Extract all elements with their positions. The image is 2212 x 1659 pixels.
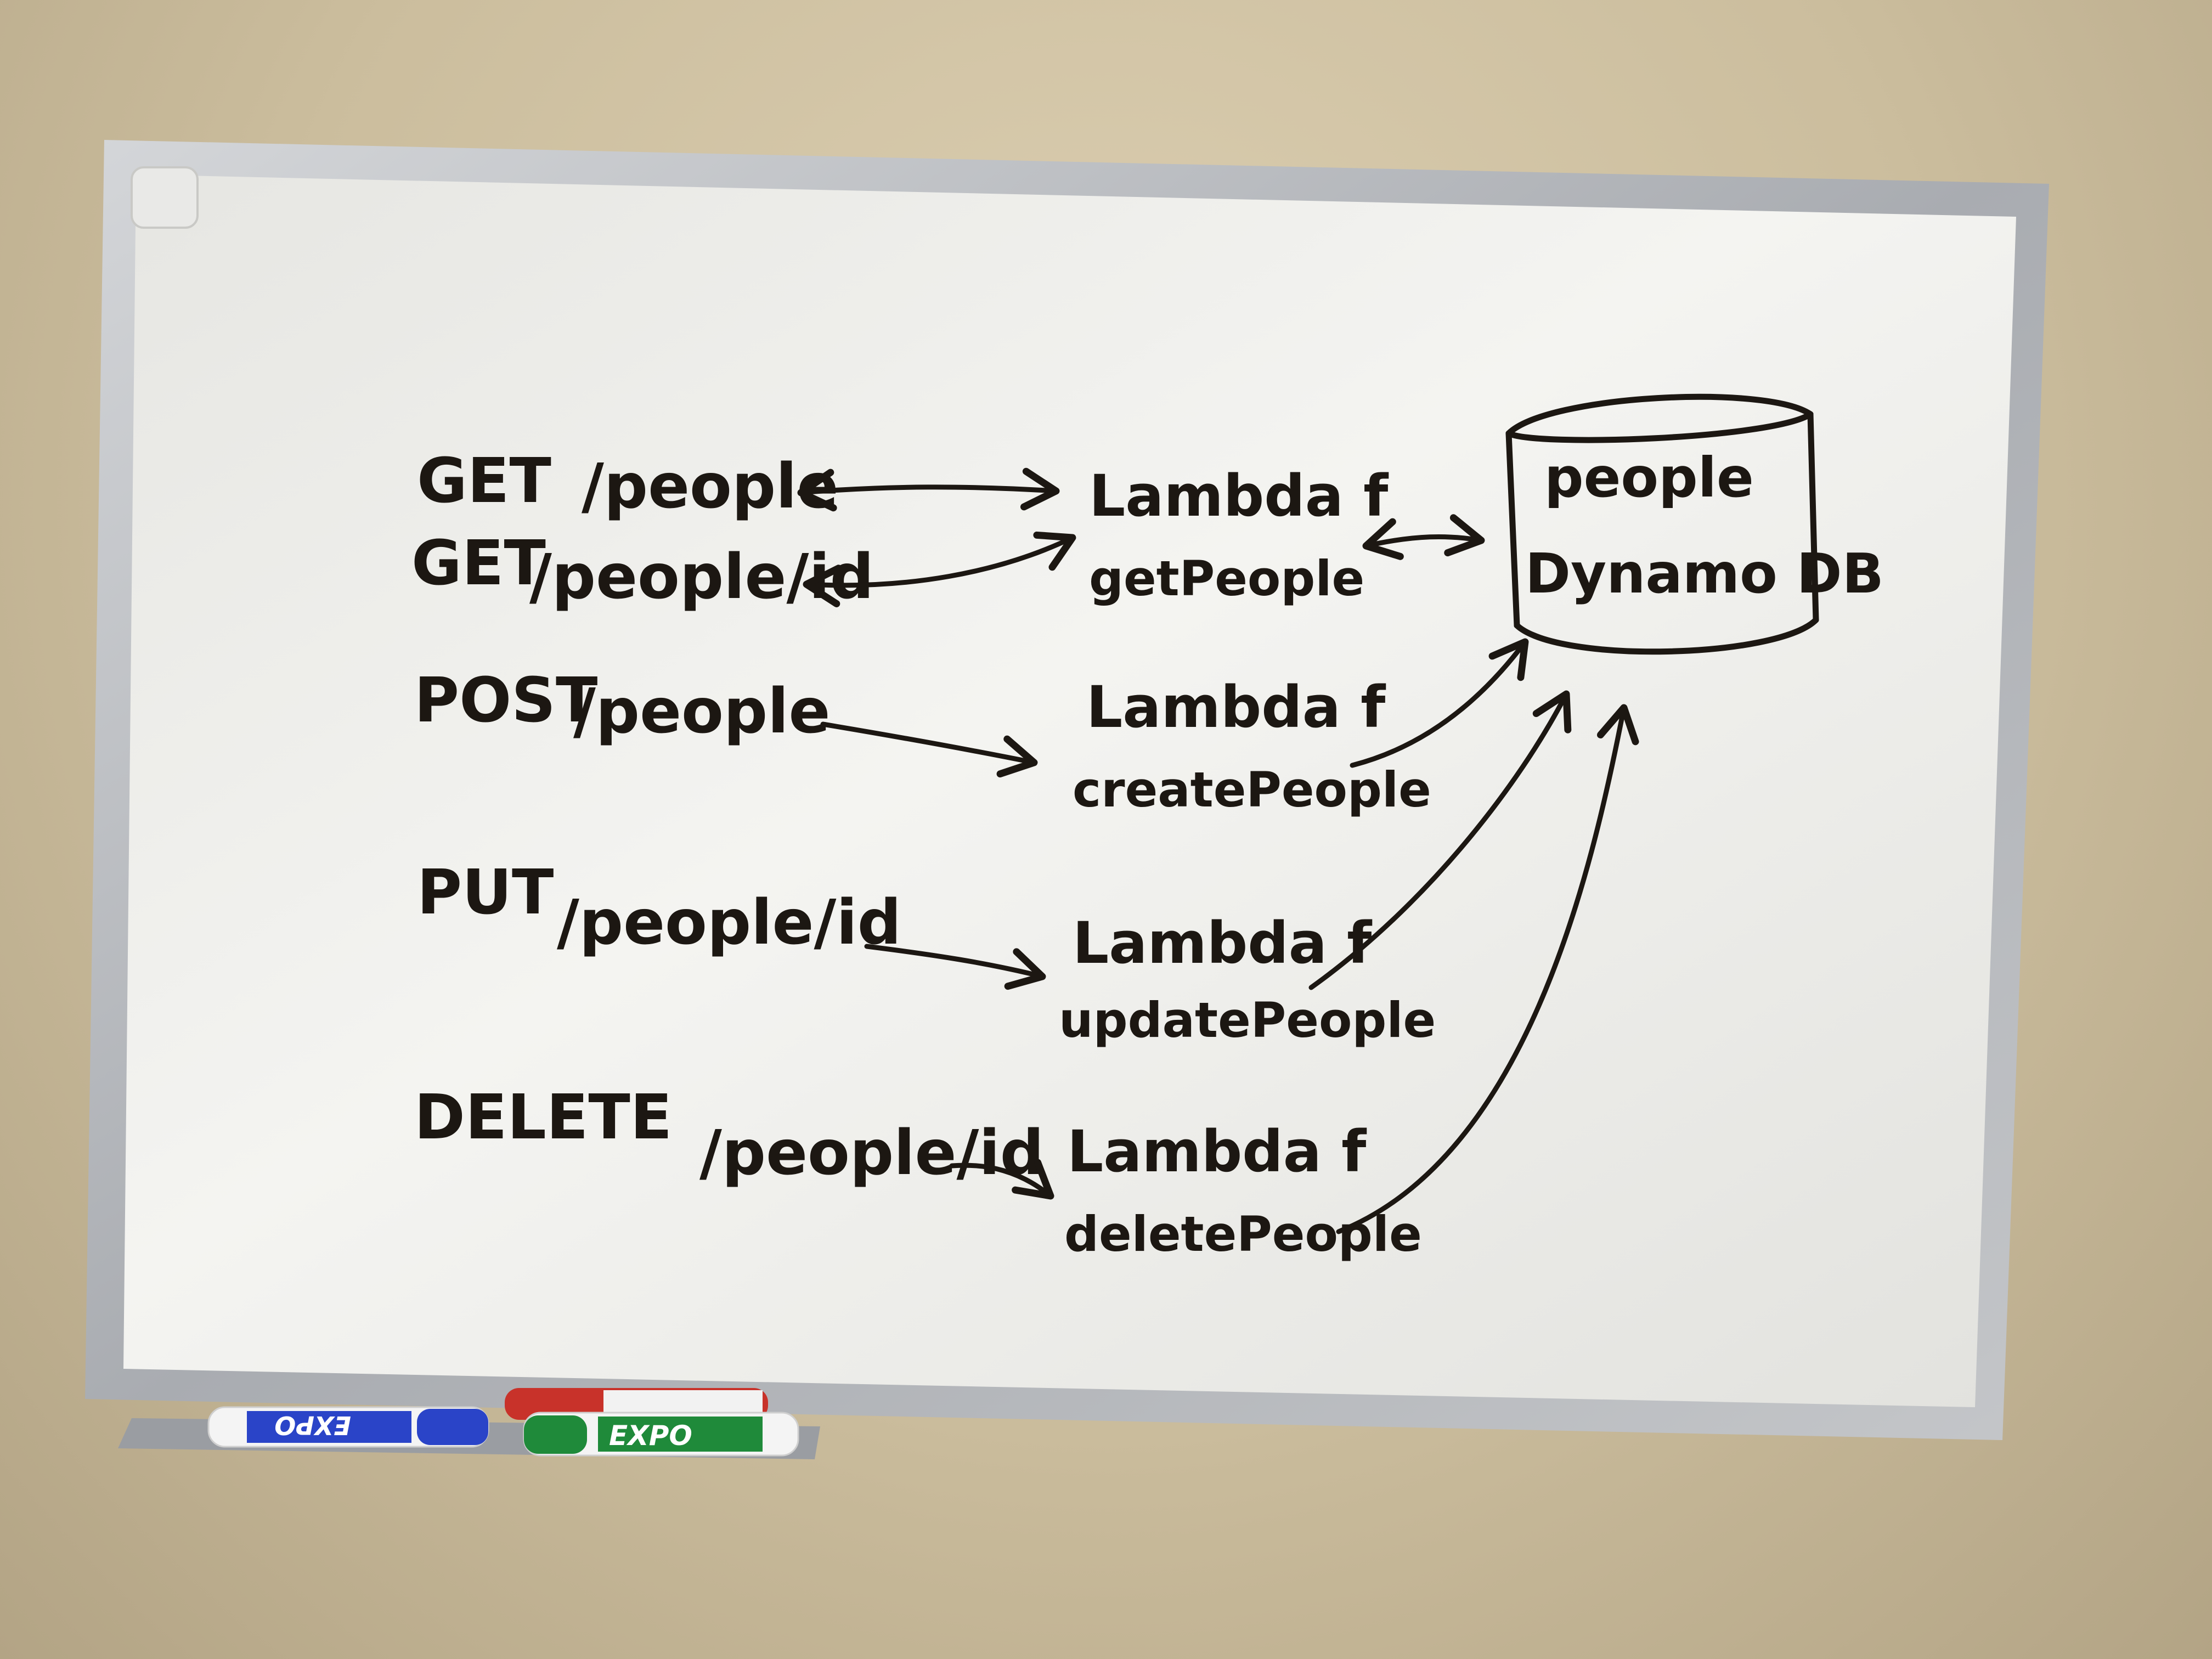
- arrow-post-people: [820, 721, 1038, 778]
- arrow-update-to-db: [1308, 690, 1572, 990]
- route-put-people-id-path: /people/id: [557, 887, 901, 958]
- route-get-people-method: GET: [417, 445, 551, 517]
- route-get-people-id-path: /people/id: [529, 541, 874, 613]
- lambda-delete-label: Lambda f: [1067, 1118, 1367, 1185]
- route-put-people-id-method: PUT: [417, 857, 554, 928]
- database-engine: Dynamo DB: [1525, 541, 1884, 606]
- lambda-update-name: updatePeople: [1059, 992, 1436, 1048]
- corner-clip: [131, 166, 199, 229]
- route-post-people-path: /people: [573, 676, 831, 747]
- lambda-delete-name: deletePeople: [1064, 1206, 1422, 1262]
- lambda-get-name: getPeople: [1089, 550, 1364, 607]
- lambda-create-name: createPeople: [1073, 761, 1431, 818]
- route-get-people-id-method: GET: [411, 528, 546, 599]
- lambda-update-label: Lambda f: [1073, 910, 1373, 977]
- route-get-people-path: /people: [582, 451, 839, 522]
- arrow-get-people-id: [803, 531, 1076, 607]
- arrow-delete-to-db: [1336, 704, 1639, 1234]
- arrow-lambda-db: [1362, 514, 1485, 560]
- arrow-delete-people-id: [949, 1159, 1054, 1200]
- lambda-create-label: Lambda f: [1086, 674, 1386, 741]
- arrow-put-people-id: [864, 944, 1046, 990]
- blue-marker: EXPO: [207, 1406, 489, 1448]
- arrow-get-people: [797, 467, 1060, 512]
- whiteboard-surface: [123, 174, 2016, 1407]
- database-cylinder: [1505, 393, 1819, 655]
- blue-marker-brand: EXPO: [274, 1410, 351, 1440]
- arrow-create-to-db: [1350, 638, 1529, 768]
- green-marker-brand: EXPO: [609, 1420, 692, 1452]
- route-delete-people-id-path: /people/id: [699, 1118, 1044, 1189]
- database-table-name: people: [1544, 445, 1754, 510]
- route-delete-people-id-method: DELETE: [414, 1082, 672, 1153]
- route-post-people-method: POST: [414, 665, 597, 736]
- green-marker: EXPO: [523, 1412, 799, 1457]
- lambda-get-label: Lambda f: [1089, 462, 1389, 529]
